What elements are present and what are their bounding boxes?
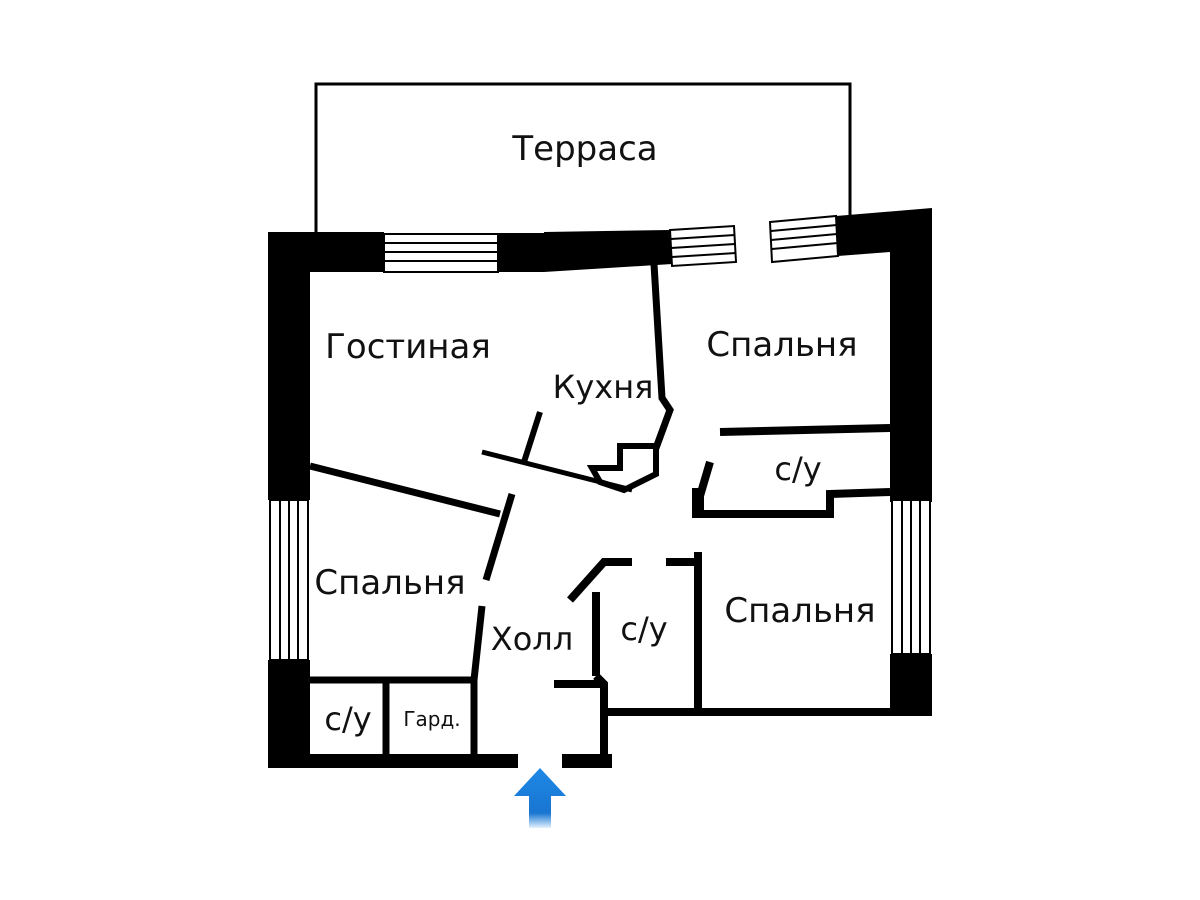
room-label-bath-sw: с/у [324,700,371,738]
room-label-hall: Холл [491,620,573,658]
room-label-wardrobe: Гард. [403,707,460,731]
room-label-bedroom-ne: Спальня [706,325,857,365]
room-label-bedroom-se: Спальня [724,591,875,631]
room-label-living: Гостиная [325,327,491,367]
windows [269,214,931,661]
terrace [314,82,852,232]
up-arrow-icon [514,768,566,828]
room-label-kitchen: Кухня [553,368,654,406]
room-label-bedroom-w: Спальня [314,563,465,603]
room-label-terrace: Терраса [511,129,657,169]
interior-walls [309,263,932,756]
room-label-bath-center: с/у [620,610,667,648]
room-label-bath-ne: с/у [774,450,821,488]
